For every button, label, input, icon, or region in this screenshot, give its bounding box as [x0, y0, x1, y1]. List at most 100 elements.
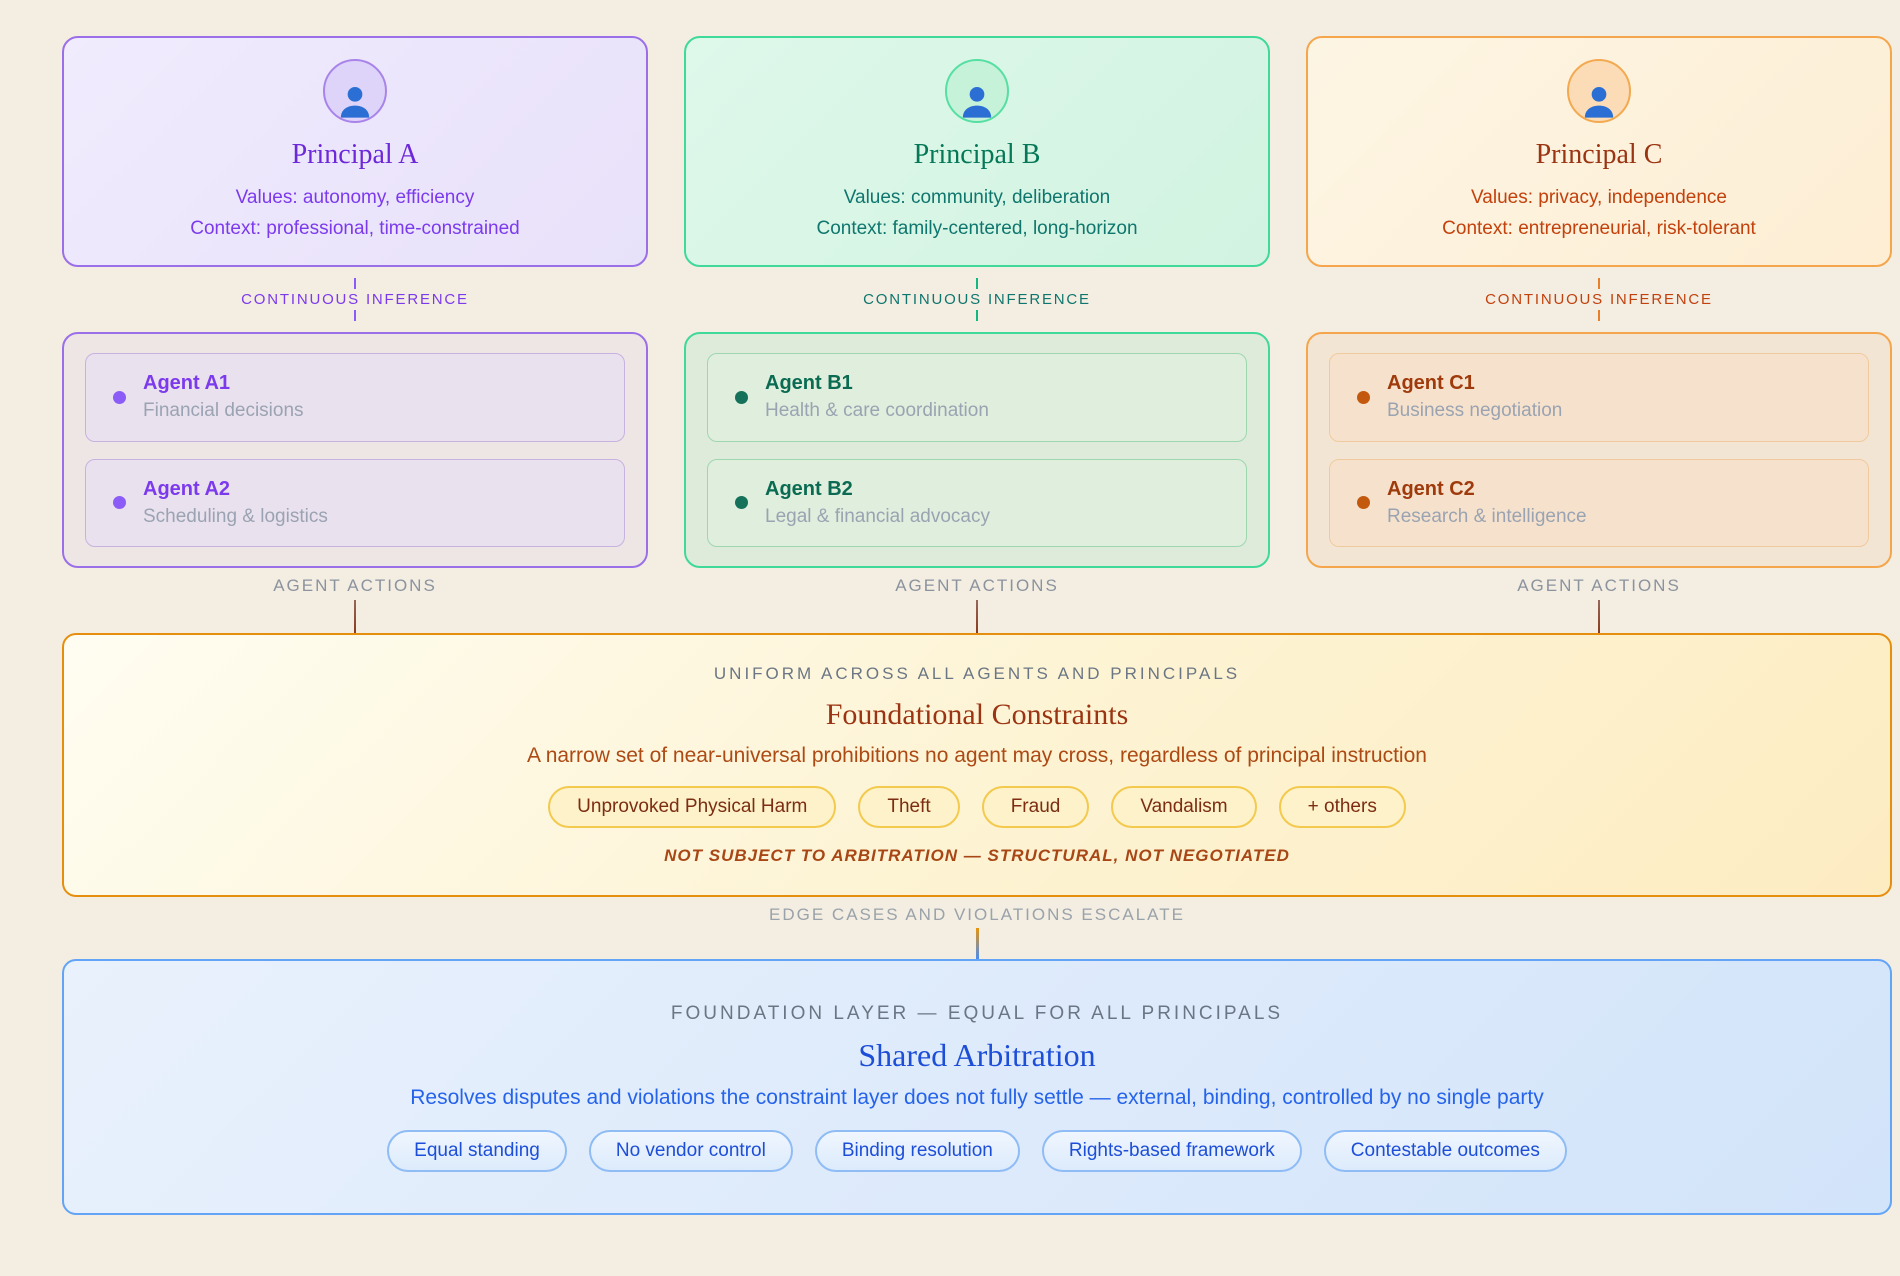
agent-actions-label: AGENT ACTIONS: [1517, 576, 1681, 595]
person-icon: [1584, 87, 1614, 118]
person-icon: [340, 87, 370, 118]
agent-bullet-icon: [113, 390, 126, 404]
principal-c-card: Principal C Values: privacy, independenc…: [1306, 36, 1892, 267]
connector-dash: [1598, 310, 1600, 321]
constraint-pill: Theft: [858, 786, 960, 828]
constraint-pill: Vandalism: [1111, 786, 1257, 828]
principal-values: Values: community, deliberation: [843, 187, 1111, 209]
arbitration-title: Shared Arbitration: [858, 1036, 1096, 1073]
agent-card: Agent A2 Scheduling & logistics: [85, 458, 625, 547]
connector-line: [975, 928, 979, 959]
agent-description: Legal & financial advocacy: [765, 505, 990, 527]
agent-title: Agent B1: [765, 372, 853, 395]
agent-title: Agent A2: [143, 477, 231, 500]
continuous-inference-connector: CONTINUOUS INFERENCE: [1306, 267, 1892, 332]
column-principal-b: Principal B Values: community, deliberat…: [684, 36, 1270, 633]
agent-bullet-icon: [735, 390, 748, 404]
connector-dash: [976, 310, 978, 321]
avatar: [945, 59, 1009, 124]
avatar: [323, 59, 387, 124]
agent-bullet-icon: [1357, 390, 1370, 404]
arbitration-pill: Contestable outcomes: [1323, 1129, 1567, 1172]
connector-dash: [354, 278, 356, 289]
principal-name: Principal A: [291, 139, 419, 171]
shared-arbitration-band: FOUNDATION LAYER — EQUAL FOR ALL PRINCIP…: [62, 959, 1892, 1215]
agent-description: Health & care coordination: [765, 400, 989, 422]
agent-actions-label: AGENT ACTIONS: [273, 576, 437, 595]
continuous-inference-label: CONTINUOUS INFERENCE: [241, 291, 469, 308]
principal-b-card: Principal B Values: community, deliberat…: [684, 36, 1270, 267]
principal-values: Values: privacy, independence: [1471, 187, 1727, 209]
avatar: [1567, 59, 1631, 124]
constraints-pill-row: Unprovoked Physical Harm Theft Fraud Van…: [548, 786, 1406, 828]
diagram-page: Principal A Values: autonomy, efficiency…: [62, 36, 1892, 1215]
arbitration-pill: Equal standing: [387, 1129, 567, 1172]
continuous-inference-connector: CONTINUOUS INFERENCE: [62, 267, 648, 332]
connector-line: [1598, 600, 1600, 633]
continuous-inference-label: CONTINUOUS INFERENCE: [1485, 291, 1713, 308]
connector-dash: [1598, 278, 1600, 289]
escalation-connector: EDGE CASES AND VIOLATIONS ESCALATE: [62, 897, 1892, 959]
agent-actions-connector: AGENT ACTIONS: [684, 568, 1270, 633]
agent-title: Agent B2: [765, 477, 853, 500]
constraints-description: A narrow set of near-universal prohibiti…: [527, 744, 1427, 767]
agent-bullet-icon: [1357, 496, 1370, 510]
agent-description: Financial decisions: [143, 400, 304, 422]
connector-line: [354, 600, 356, 633]
agent-text: Agent B1 Health & care coordination: [765, 372, 989, 422]
agent-text: Agent B2 Legal & financial advocacy: [765, 478, 990, 528]
principal-values: Values: autonomy, efficiency: [235, 187, 475, 209]
principal-a-card: Principal A Values: autonomy, efficiency…: [62, 36, 648, 267]
agent-card: Agent A1 Financial decisions: [85, 353, 625, 442]
agent-actions-connector: AGENT ACTIONS: [1306, 568, 1892, 633]
agent-title: Agent A1: [143, 372, 231, 395]
principal-columns: Principal A Values: autonomy, efficiency…: [62, 36, 1892, 633]
agents-container-c: Agent C1 Business negotiation Agent C2 R…: [1306, 332, 1892, 568]
constraint-pill: Fraud: [981, 786, 1090, 828]
arbitration-kicker: FOUNDATION LAYER — EQUAL FOR ALL PRINCIP…: [670, 1002, 1284, 1024]
arbitration-pill-row: Equal standing No vendor control Binding…: [387, 1129, 1567, 1172]
agent-card: Agent C1 Business negotiation: [1329, 353, 1869, 442]
escalation-label: EDGE CASES AND VIOLATIONS ESCALATE: [769, 905, 1185, 924]
agent-description: Business negotiation: [1387, 400, 1563, 422]
constraint-pill: Unprovoked Physical Harm: [548, 786, 837, 828]
connector-line: [976, 600, 978, 633]
arbitration-pill: No vendor control: [588, 1129, 793, 1172]
agent-bullet-icon: [113, 496, 126, 510]
continuous-inference-label: CONTINUOUS INFERENCE: [863, 291, 1091, 308]
agent-card: Agent B1 Health & care coordination: [707, 353, 1247, 442]
agent-actions-label: AGENT ACTIONS: [895, 576, 1059, 595]
agent-text: Agent C1 Business negotiation: [1387, 372, 1562, 422]
agent-bullet-icon: [735, 496, 748, 510]
connector-dash: [354, 310, 356, 321]
agent-text: Agent C2 Research & intelligence: [1387, 478, 1587, 528]
column-principal-a: Principal A Values: autonomy, efficiency…: [62, 36, 648, 633]
agents-container-a: Agent A1 Financial decisions Agent A2 Sc…: [62, 332, 648, 568]
agent-text: Agent A1 Financial decisions: [143, 372, 304, 422]
constraints-note: NOT SUBJECT TO ARBITRATION — STRUCTURAL,…: [664, 846, 1290, 865]
foundational-constraints-band: UNIFORM ACROSS ALL AGENTS AND PRINCIPALS…: [62, 633, 1892, 897]
agent-description: Scheduling & logistics: [143, 505, 328, 527]
principal-context: Context: family-centered, long-horizon: [816, 217, 1138, 239]
principal-name: Principal C: [1535, 139, 1663, 171]
agents-container-b: Agent B1 Health & care coordination Agen…: [684, 332, 1270, 568]
agent-card: Agent C2 Research & intelligence: [1329, 458, 1869, 547]
arbitration-description: Resolves disputes and violations the con…: [410, 1085, 1544, 1109]
agent-card: Agent B2 Legal & financial advocacy: [707, 458, 1247, 547]
constraints-kicker: UNIFORM ACROSS ALL AGENTS AND PRINCIPALS: [713, 664, 1241, 683]
agent-text: Agent A2 Scheduling & logistics: [143, 478, 328, 528]
person-icon: [962, 87, 992, 118]
agent-title: Agent C2: [1387, 477, 1475, 500]
connector-dash: [976, 278, 978, 289]
agent-actions-connector: AGENT ACTIONS: [62, 568, 648, 633]
column-principal-c: Principal C Values: privacy, independenc…: [1306, 36, 1892, 633]
arbitration-pill: Rights-based framework: [1041, 1129, 1302, 1172]
arbitration-pill: Binding resolution: [814, 1129, 1020, 1172]
agent-description: Research & intelligence: [1387, 505, 1587, 527]
constraints-title: Foundational Constraints: [825, 698, 1129, 731]
principal-name: Principal B: [913, 139, 1041, 171]
principal-context: Context: professional, time-constrained: [190, 217, 520, 239]
agent-title: Agent C1: [1387, 372, 1475, 395]
constraint-pill: + others: [1278, 786, 1406, 828]
principal-context: Context: entrepreneurial, risk-tolerant: [1442, 217, 1756, 239]
